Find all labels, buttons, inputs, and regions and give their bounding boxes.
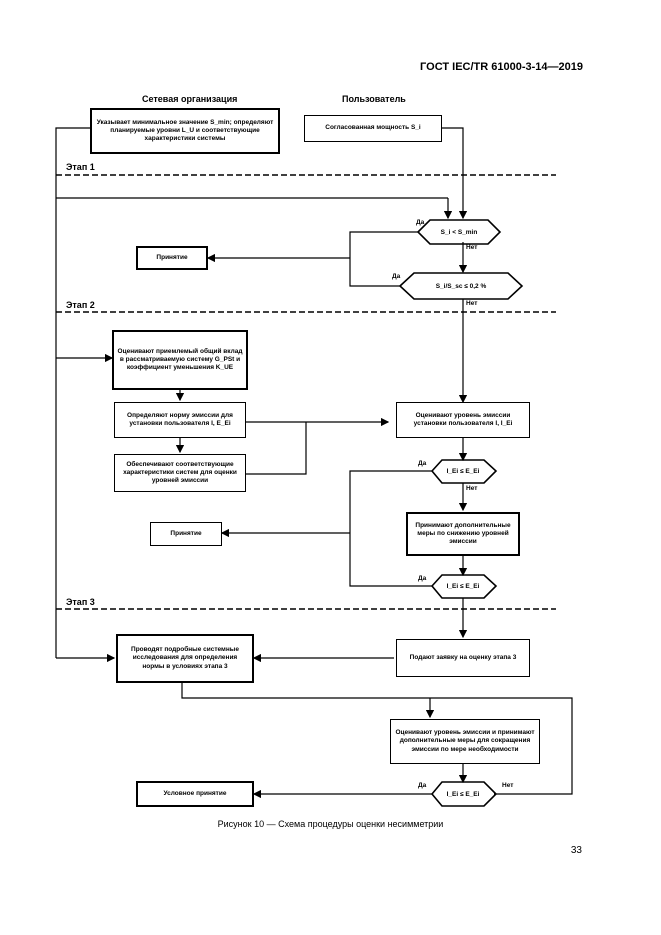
box-define-norm: Определяют норму эмиссии для установки п… <box>114 402 246 438</box>
decision-emission-2: I_Ei ≤ E_Ei <box>446 583 480 590</box>
label-no-d2: Нет <box>466 300 478 307</box>
box-accept-1: Принятие <box>136 246 208 270</box>
box-submit-stage3: Подают заявку на оценку этапа 3 <box>396 639 530 677</box>
document-id: ГОСТ IEC/TR 61000-3-14—2019 <box>420 61 583 73</box>
label-no-d1: Нет <box>466 244 478 251</box>
decision-ratio-threshold: S_i/S_sc ≤ 0,2 % <box>435 282 487 290</box>
column-network-header: Сетевая организация <box>142 94 238 104</box>
stage-1-label: Этап 1 <box>66 162 95 172</box>
label-no-d5: Нет <box>502 782 514 789</box>
label-yes-d5: Да <box>418 782 427 789</box>
label-yes-d4: Да <box>418 575 427 582</box>
stage-3-label: Этап 3 <box>66 597 95 607</box>
label-yes-d1: Да <box>416 219 425 226</box>
label-no-d3: Нет <box>466 485 478 492</box>
box-agreed-power: Согласованная мощность S_i <box>304 115 442 142</box>
decision-emission-3: I_Ei ≤ E_Ei <box>446 790 480 798</box>
box-evaluate-and-reduce: Оценивают уровень эмиссии и принимают до… <box>390 719 540 764</box>
label-yes-d2: Да <box>392 273 401 280</box>
decision-si-less-smin: S_i < S_min <box>440 228 478 236</box>
stage-2-label: Этап 2 <box>66 300 95 310</box>
label-yes-d3: Да <box>418 460 427 467</box>
box-assess-contribution: Оценивают приемлемый общий вклад в рассм… <box>112 330 248 390</box>
figure-caption: Рисунок 10 — Схема процедуры оценки неси… <box>217 819 444 829</box>
box-assess-emission: Оценивают уровень эмиссии установки поль… <box>396 402 530 438</box>
box-detailed-studies: Проводят подробные системные исследовани… <box>116 634 254 683</box>
box-accept-2: Принятие <box>150 522 222 546</box>
box-additional-measures: Принимают дополнительные меры по снижени… <box>406 512 520 556</box>
decision-emission-1: I_Ei ≤ E_Ei <box>446 468 480 475</box>
box-system-characteristics: Обеспечивают соответствующие характерист… <box>114 454 246 492</box>
page-number: 33 <box>570 845 582 856</box>
box-conditional-accept: Условное принятие <box>136 781 254 807</box>
column-user-header: Пользователь <box>342 94 406 104</box>
box-set-min-power: Указывает минимальное значение S_min; оп… <box>90 108 280 154</box>
